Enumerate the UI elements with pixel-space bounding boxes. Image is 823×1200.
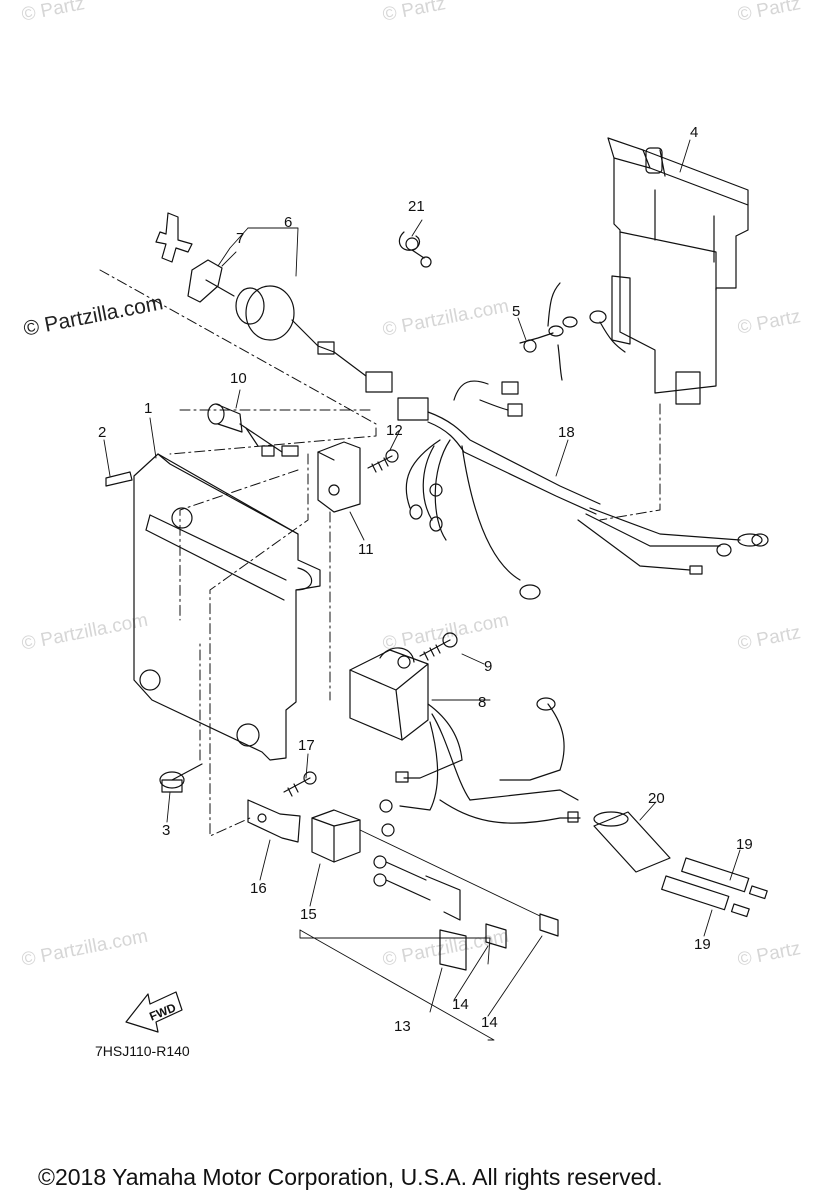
cdi-unit-part (349, 647, 581, 837)
callout-1: 1 (144, 400, 153, 417)
callout-9: 9 (484, 658, 493, 675)
screw-9-part (419, 632, 458, 661)
callout-19-upper: 19 (736, 836, 753, 853)
callout-6: 6 (284, 214, 293, 231)
callout-15: 15 (300, 906, 317, 923)
callout-19-lower: 19 (694, 936, 711, 953)
copyright-notice: ©2018 Yamaha Motor Corporation, U.S.A. A… (38, 1164, 663, 1190)
fuse-assembly-part (373, 855, 559, 971)
stop-switch-part (207, 403, 299, 457)
callout-18: 18 (558, 424, 575, 441)
assembly-lines (99, 269, 661, 837)
bolt-3-part (159, 763, 203, 793)
bracket-11-part (317, 441, 361, 513)
callout-2: 2 (98, 424, 107, 441)
callout-16: 16 (250, 880, 267, 897)
callout-21: 21 (408, 198, 425, 215)
callout-13: 13 (394, 1018, 411, 1035)
connector-19-part (661, 857, 768, 918)
callout-12: 12 (386, 422, 403, 439)
electrical-box-cover-part (133, 453, 321, 761)
screw-17-part (283, 771, 317, 797)
small-tab-part (105, 471, 133, 487)
callout-4: 4 (690, 124, 699, 141)
diagram-code: 7HSJ110-R140 (95, 1043, 190, 1059)
callout-5: 5 (512, 303, 521, 320)
callout-8: 8 (478, 694, 487, 711)
callout-10: 10 (230, 370, 247, 387)
fwd-arrow-icon (125, 991, 183, 1033)
callout-3: 3 (162, 822, 171, 839)
main-switch-part (155, 212, 393, 393)
callout-14-upper: 14 (452, 996, 469, 1013)
wire-clip-part (398, 231, 432, 268)
leader-lines (103, 139, 741, 1041)
fuse-holder-part (311, 809, 361, 863)
callout-11: 11 (358, 541, 374, 558)
callout-14-lower: 14 (481, 1014, 498, 1031)
callout-17: 17 (298, 737, 315, 754)
bracket-16-part (247, 799, 301, 843)
wire-harness-part (397, 380, 769, 600)
callout-20: 20 (648, 790, 665, 807)
ground-screw-part (519, 282, 626, 381)
callout-7: 7 (236, 230, 245, 247)
screw-12-part (367, 449, 399, 473)
bracket-plate-part (607, 137, 749, 405)
tube-part (593, 811, 671, 873)
